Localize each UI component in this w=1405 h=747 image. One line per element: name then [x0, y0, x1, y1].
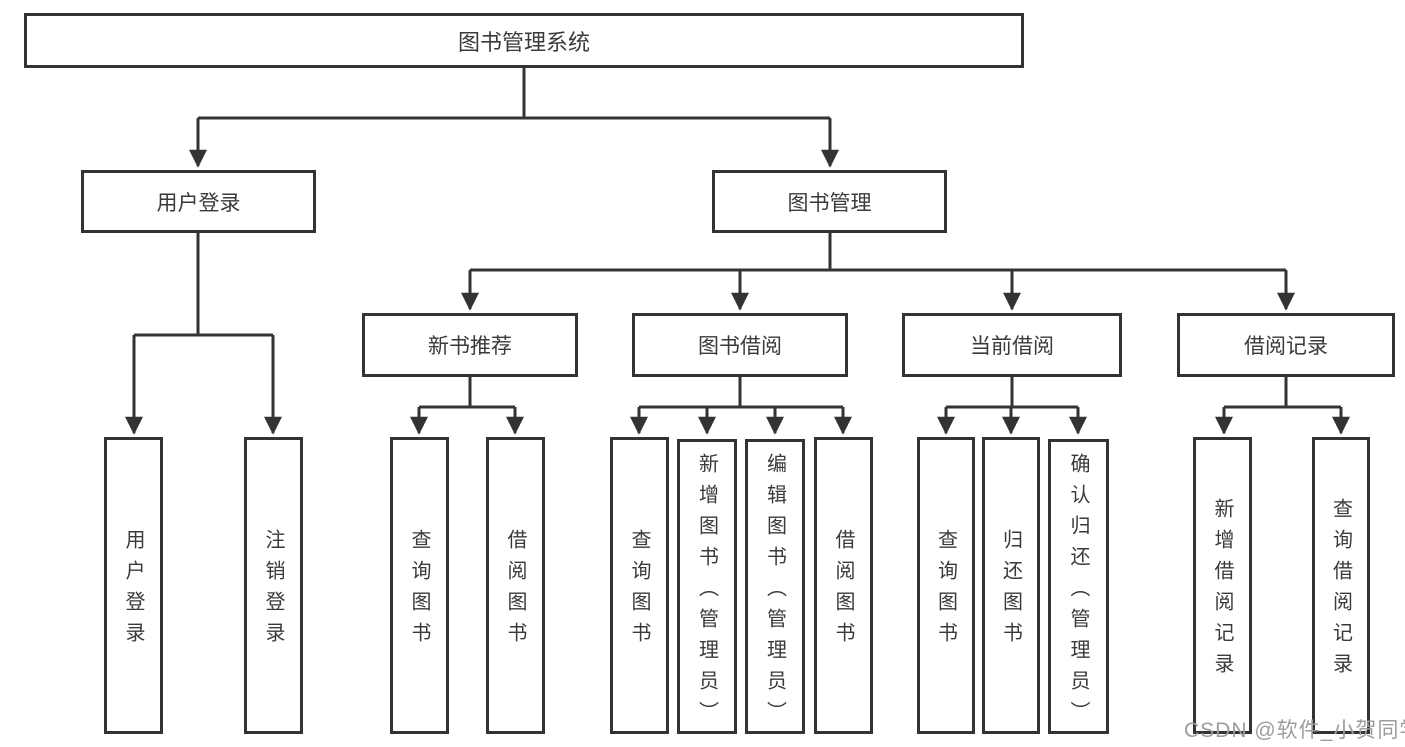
- leaf-user-login: 用户登录: [104, 437, 163, 734]
- node-book-management: 图书管理: [712, 170, 947, 233]
- leaf-recommend-borrow-books: 借阅图书: [486, 437, 545, 734]
- leaf-borrowing-add-books-admin: 新增图书（管理员）: [677, 439, 737, 734]
- leaf-borrowing-query-books: 查询图书: [610, 437, 669, 734]
- leaf-logout: 注销登录: [244, 437, 303, 734]
- node-borrowing-records: 借阅记录: [1177, 313, 1395, 377]
- node-book-borrowing: 图书借阅: [632, 313, 848, 377]
- node-current-borrowing: 当前借阅: [902, 313, 1122, 377]
- leaf-current-query-books: 查询图书: [917, 437, 975, 734]
- leaf-records-query-record: 查询借阅记录: [1312, 437, 1370, 734]
- leaf-current-confirm-return-admin: 确认归还（管理员）: [1048, 439, 1109, 734]
- leaf-current-return-books: 归还图书: [982, 437, 1040, 734]
- node-new-book-recommendation: 新书推荐: [362, 313, 578, 377]
- leaf-borrowing-borrow-books: 借阅图书: [814, 437, 873, 734]
- node-system-root: 图书管理系统: [24, 13, 1024, 68]
- leaf-records-add-record: 新增借阅记录: [1193, 437, 1252, 734]
- leaf-borrowing-edit-books-admin: 编辑图书（管理员）: [745, 439, 805, 734]
- node-user-login: 用户登录: [81, 170, 316, 233]
- leaf-recommend-query-books: 查询图书: [390, 437, 449, 734]
- watermark: CSDN @软件_小贺同学: [1184, 719, 1405, 742]
